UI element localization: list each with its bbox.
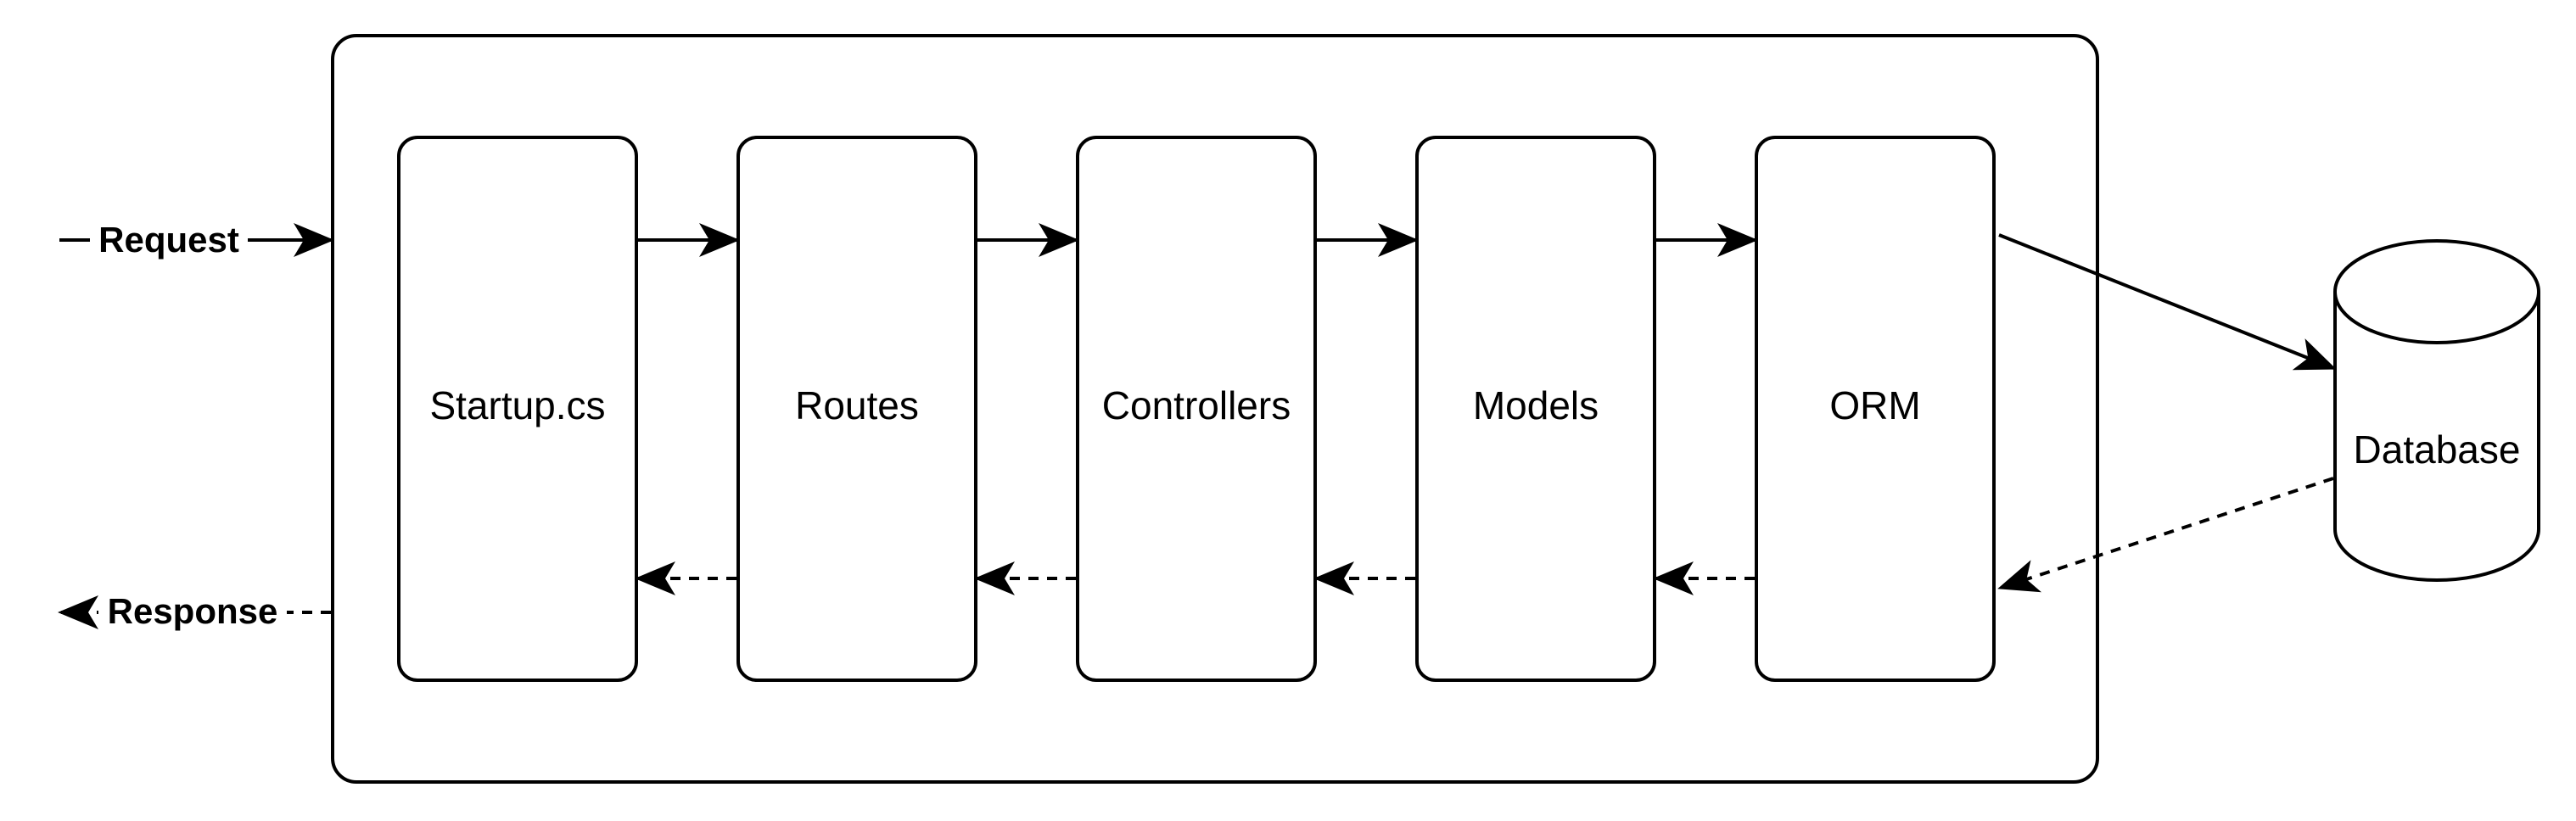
- database-body: [2333, 292, 2540, 582]
- stage-label: Routes: [795, 383, 919, 427]
- stage-controllers: Controllers: [1076, 136, 1317, 682]
- stage-label: Startup.cs: [429, 383, 605, 427]
- database-cylinder: Database: [2333, 239, 2540, 582]
- request-label: Request: [98, 220, 239, 260]
- request-label-bg: [90, 219, 248, 263]
- stage-models: Models: [1415, 136, 1656, 682]
- stage-startup: Startup.cs: [397, 136, 638, 682]
- stage-box: [736, 136, 977, 682]
- stage-box: [397, 136, 638, 682]
- stage-box: [1076, 136, 1317, 682]
- arrow-orm-to-database: [1998, 233, 2337, 371]
- response-label-bg: [98, 591, 287, 635]
- stage-box: [1415, 136, 1656, 682]
- arrow-database-to-orm: [1997, 477, 2334, 593]
- stage-label: Controllers: [1102, 383, 1291, 427]
- database-label: Database: [2354, 427, 2521, 472]
- stage-orm: ORM: [1755, 136, 1996, 682]
- database-top: [2333, 239, 2540, 344]
- stage-routes: Routes: [736, 136, 977, 682]
- response-label: Response: [108, 591, 278, 631]
- stage-label: ORM: [1829, 383, 1920, 427]
- stage-box: [1755, 136, 1996, 682]
- stage-label: Models: [1473, 383, 1599, 427]
